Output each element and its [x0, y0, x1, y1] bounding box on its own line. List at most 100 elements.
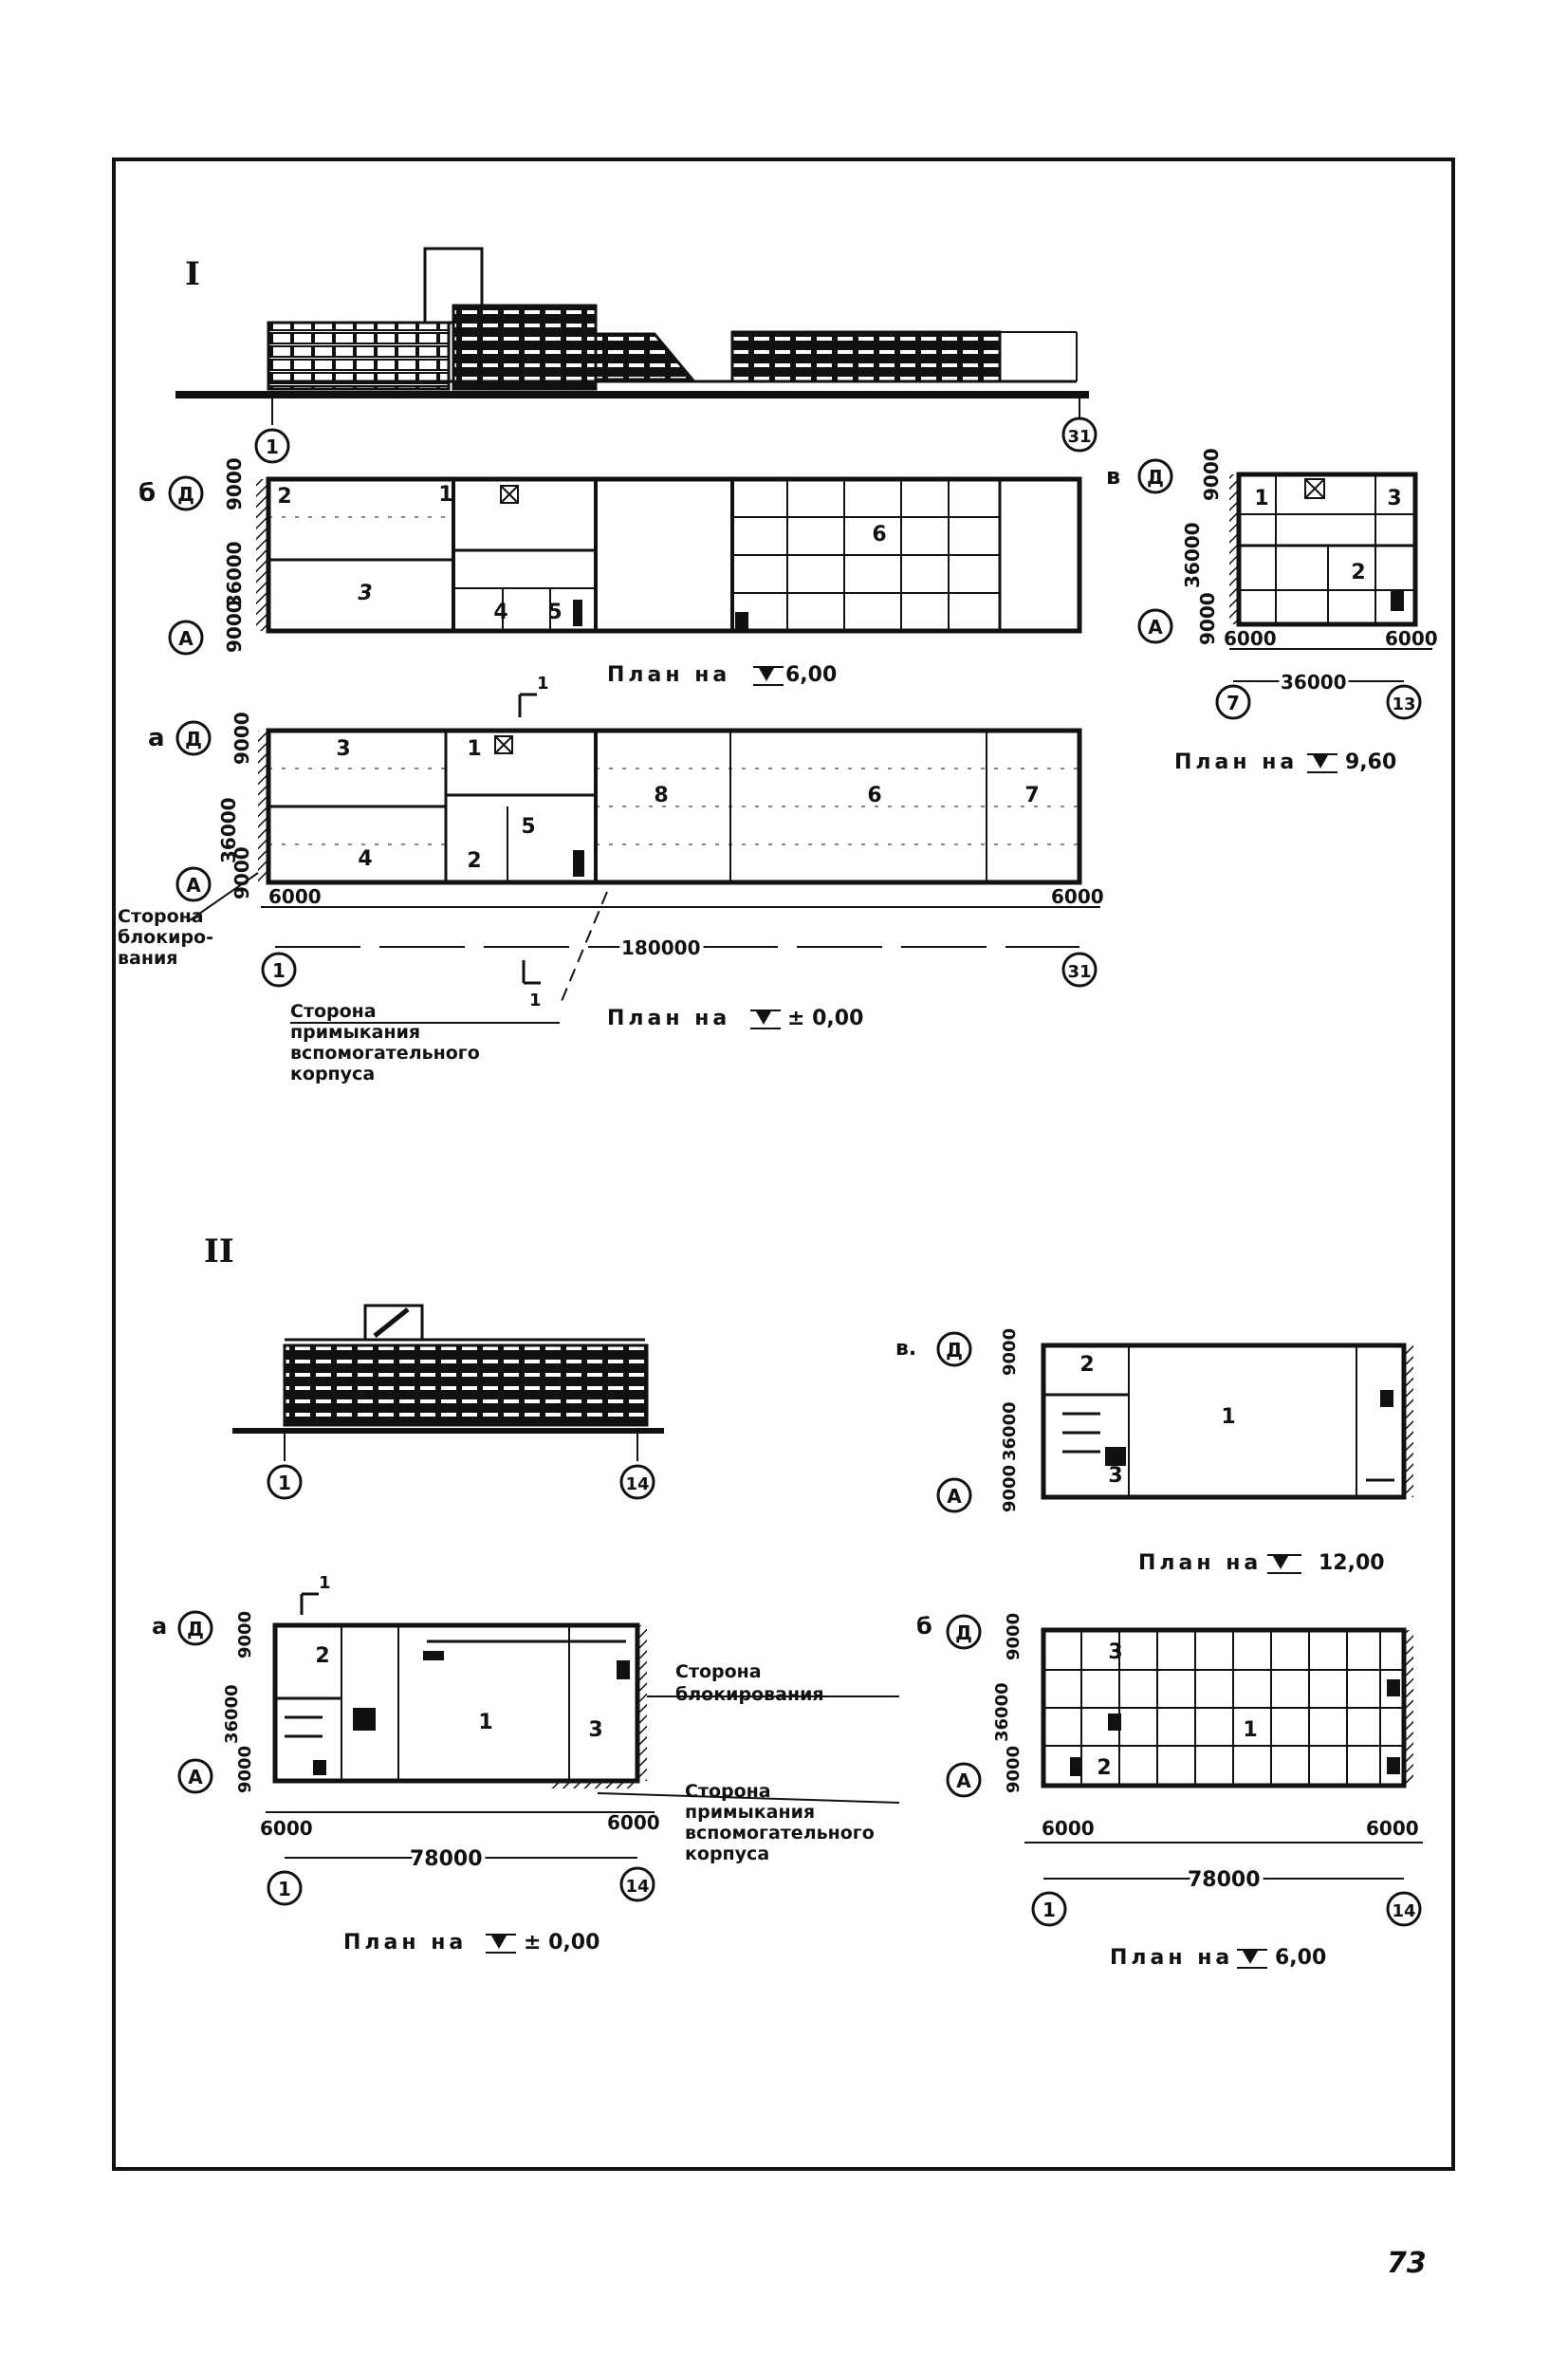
svg-text:± 0,00: ± 0,00 [524, 1931, 600, 1955]
elevation-1 [175, 247, 1089, 425]
svg-text:1: 1 [1243, 1718, 1257, 1742]
svg-text:4: 4 [358, 847, 372, 871]
svg-text:3: 3 [1108, 1464, 1122, 1488]
svg-text:6000: 6000 [607, 1811, 660, 1834]
svg-text:9000: 9000 [235, 1611, 255, 1658]
svg-text:36000: 36000 [992, 1682, 1012, 1742]
caption-I-v: План на 9,60 [1174, 750, 1396, 774]
svg-text:6000: 6000 [260, 1817, 313, 1840]
note-adjoining-II: Сторона примыкания вспомогательного корп… [597, 1781, 900, 1864]
svg-text:9000: 9000 [231, 712, 253, 765]
svg-text:14: 14 [1392, 1901, 1415, 1921]
level-marker-icon [1267, 1554, 1301, 1574]
plan-I-v-letter: в [1106, 463, 1120, 490]
dims-IIa-horizontal: 6000 6000 78000 [260, 1811, 660, 1875]
axis-marker-IIa-14: 14 [619, 1866, 655, 1902]
svg-text:Д: Д [1147, 466, 1164, 489]
axis-marker-elev1-right: 31 [1061, 417, 1098, 453]
level-marker-icon [1307, 753, 1337, 773]
section-numeral-1: I [185, 255, 200, 293]
note-adjoining-I: Сторона примыкания вспомогательного корп… [290, 1001, 560, 1084]
axis-marker-Iv-13: 13 [1386, 684, 1422, 720]
svg-text:примыкания: примыкания [290, 1022, 420, 1043]
svg-text:1: 1 [272, 959, 286, 982]
svg-text:6: 6 [867, 784, 881, 807]
plan-II-v-letter: в. [895, 1337, 916, 1361]
section-mark-Ia-bottom: 1 [522, 891, 608, 1010]
sheet-frame [112, 157, 1455, 2171]
svg-text:1: 1 [438, 483, 452, 507]
svg-text:9000: 9000 [1196, 592, 1219, 645]
level-marker-icon [486, 1934, 516, 1954]
axis-marker-Iv-A: А [1137, 608, 1173, 644]
plan-II-a-letter: а [152, 1613, 167, 1640]
svg-text:9000: 9000 [235, 1746, 255, 1793]
axis-marker-Ib-A: А [168, 620, 204, 656]
svg-text:1: 1 [1042, 1899, 1056, 1921]
svg-text:Д: Д [185, 728, 202, 750]
svg-text:вспомогательного: вспомогательного [290, 1043, 480, 1064]
axis-marker-elev1-left: 1 [254, 428, 290, 464]
axis-marker-IIv-A: А [936, 1477, 972, 1513]
plan-II-a [272, 1622, 647, 1788]
svg-text:4: 4 [493, 601, 507, 624]
svg-text:36000: 36000 [222, 1684, 242, 1744]
svg-text:1: 1 [467, 737, 481, 761]
svg-text:Д: Д [955, 1621, 972, 1644]
dims-IIb-vertical: 9000 36000 9000 [992, 1613, 1024, 1793]
svg-text:А: А [1148, 616, 1163, 639]
svg-text:А: А [947, 1485, 962, 1508]
svg-text:2: 2 [315, 1644, 329, 1668]
svg-text:6000: 6000 [1385, 627, 1438, 650]
svg-text:1: 1 [478, 1711, 492, 1734]
svg-text:1: 1 [278, 1472, 291, 1494]
axis-marker-IIa-A: А [177, 1758, 213, 1794]
svg-text:вспомогательного: вспомогательного [685, 1823, 875, 1843]
axis-marker-IIb-14: 14 [1386, 1891, 1422, 1927]
svg-text:31: 31 [1067, 962, 1091, 982]
axis-marker-elev2-left: 1 [267, 1464, 303, 1500]
plan-I-a-letter: а [148, 724, 165, 752]
page-number: 73 [1387, 2247, 1427, 2280]
svg-text:78000: 78000 [410, 1847, 483, 1871]
rooms-I-b: 2 1 3 4 5 6 [277, 483, 886, 624]
svg-text:6,00: 6,00 [1275, 1946, 1326, 1970]
svg-text:3: 3 [358, 582, 372, 605]
svg-text:9,60: 9,60 [1345, 750, 1396, 774]
svg-text:корпуса: корпуса [685, 1843, 769, 1864]
dims-Ia-horizontal: 6000 6000 180000 [261, 885, 1104, 963]
dims-Iv-horizontal: 6000 6000 36000 [1224, 627, 1438, 696]
svg-text:9000: 9000 [1000, 1328, 1020, 1376]
svg-text:2: 2 [1079, 1353, 1094, 1377]
svg-text:1: 1 [1221, 1405, 1235, 1429]
svg-text:9000: 9000 [1000, 1465, 1020, 1512]
svg-text:1: 1 [1254, 487, 1268, 510]
section-mark-IIa-top: 1 [300, 1573, 331, 1615]
rooms-II-b: 3 1 2 [1097, 1640, 1257, 1780]
svg-text:9000: 9000 [1004, 1746, 1024, 1793]
svg-text:3: 3 [1387, 487, 1401, 510]
svg-text:блокиро-: блокиро- [118, 927, 213, 948]
svg-text:3: 3 [588, 1718, 602, 1742]
level-marker-icon [753, 666, 784, 686]
svg-text:2: 2 [277, 485, 291, 509]
svg-text:13: 13 [1392, 695, 1415, 714]
svg-text:Сторона: Сторона [290, 1001, 377, 1022]
axis-marker-IIa-1: 1 [267, 1870, 303, 1906]
svg-text:6,00: 6,00 [785, 663, 837, 687]
dims-Iv-vertical: 9000 36000 9000 [1181, 448, 1223, 645]
svg-text:7: 7 [1227, 692, 1240, 714]
svg-text:5: 5 [521, 815, 535, 839]
plan-I-b-letter: б [138, 479, 156, 508]
svg-text:6000: 6000 [1051, 885, 1104, 908]
svg-text:1: 1 [278, 1878, 291, 1900]
axis-marker-IIb-D: Д [946, 1614, 982, 1650]
svg-text:2: 2 [467, 849, 481, 873]
svg-text:Сторона: Сторона [118, 906, 204, 927]
svg-text:А: А [188, 1766, 203, 1788]
svg-text:± 0,00: ± 0,00 [787, 1007, 863, 1030]
axis-marker-IIv-D: Д [936, 1331, 972, 1367]
svg-text:36000: 36000 [1000, 1401, 1020, 1461]
svg-text:А: А [956, 1769, 971, 1792]
